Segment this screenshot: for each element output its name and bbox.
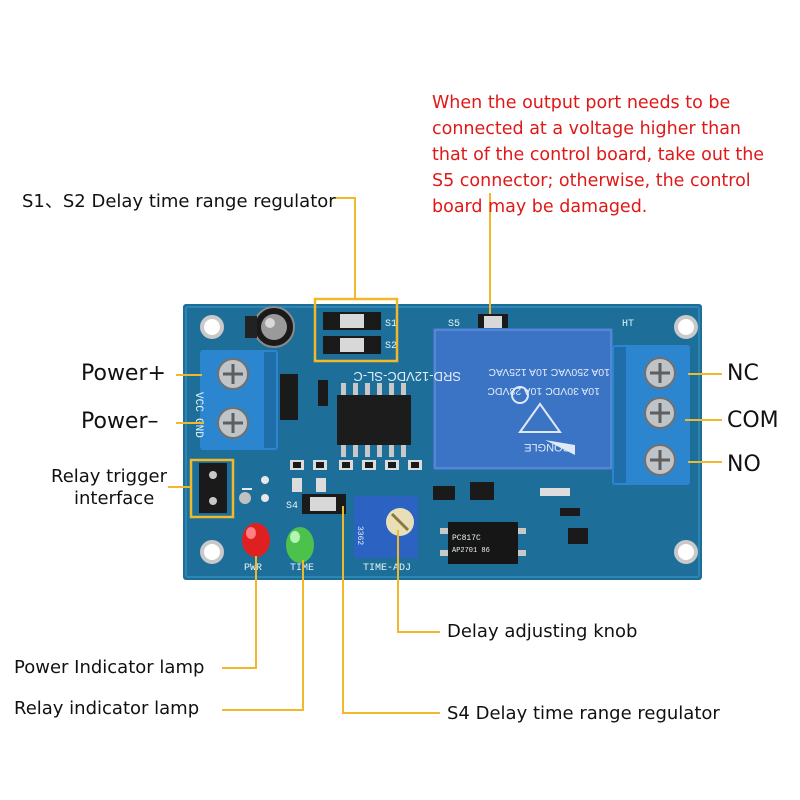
output-terminal-block: [612, 345, 690, 485]
label-power-lamp: Power Indicator lamp: [14, 657, 205, 678]
capacitor: [253, 306, 295, 348]
opto-text-2: AP2701 86: [452, 547, 490, 555]
label-com: COM: [727, 408, 779, 433]
label-power-plus: Power+: [81, 361, 166, 386]
trigger-pins: [199, 463, 269, 513]
silk-ht: HT: [622, 319, 634, 330]
opto-text-1: PC817C: [452, 534, 481, 543]
relay-model: SRD-12VDC-SL-C: [353, 369, 461, 384]
transistor: [280, 374, 298, 420]
silk-s1: S1: [385, 319, 397, 330]
ic-chip: [337, 383, 411, 457]
label-nc: NC: [727, 361, 759, 386]
relay-rating-2: 10A 30VDC 10A 28VDC: [487, 385, 600, 397]
optocoupler: [440, 522, 526, 564]
red-led: [242, 523, 270, 557]
silk-pwr: PWR: [244, 563, 262, 574]
potentiometer: [354, 496, 418, 558]
silk-vcc: VCC: [192, 392, 204, 412]
smd-resistor-column: [318, 380, 328, 406]
silk-time-adj: TIME-ADJ: [363, 563, 411, 574]
label-s4-regulator: S4 Delay time range regulator: [447, 703, 720, 724]
label-power-minus: Power–: [81, 409, 159, 434]
mounting-holes: [200, 315, 698, 564]
smd-components: [290, 460, 422, 492]
s5-jumper: [478, 314, 508, 330]
voltage-warning-notice: When the output port needs to be connect…: [432, 93, 765, 217]
label-relay-lamp: Relay indicator lamp: [14, 698, 200, 719]
smd-transistors: [433, 482, 588, 544]
trigger-highlight-box: [189, 458, 235, 519]
silk-s5: S5: [448, 319, 460, 330]
silk-s2: S2: [385, 341, 397, 352]
callout-lines: [168, 193, 722, 714]
relay-brand: SONGLE: [524, 441, 570, 453]
power-terminal-block: [200, 350, 278, 450]
capacitor-base: [245, 316, 257, 338]
label-delay-knob: Delay adjusting knob: [447, 621, 638, 642]
label-s1-s2-regulator: S1、S2 Delay time range regulator: [22, 191, 336, 212]
green-led: [286, 527, 314, 563]
s1-s2-jumper-header: [323, 312, 381, 354]
silk-s4: S4: [286, 501, 298, 512]
silk-3362: 3362: [355, 526, 364, 545]
label-trigger-line2: interface: [74, 488, 155, 509]
relay-printing: SRD-12VDC-SL-C 10A 250VAC 10A 125VAC 10A…: [353, 366, 610, 453]
s4-jumper: [302, 494, 346, 514]
label-no: NO: [727, 452, 761, 477]
relay-rating-1: 10A 250VAC 10A 125VAC: [488, 366, 610, 378]
relay: [433, 328, 613, 470]
label-trigger-line1: Relay trigger: [51, 466, 167, 487]
silk-gnd: GND: [192, 418, 204, 438]
